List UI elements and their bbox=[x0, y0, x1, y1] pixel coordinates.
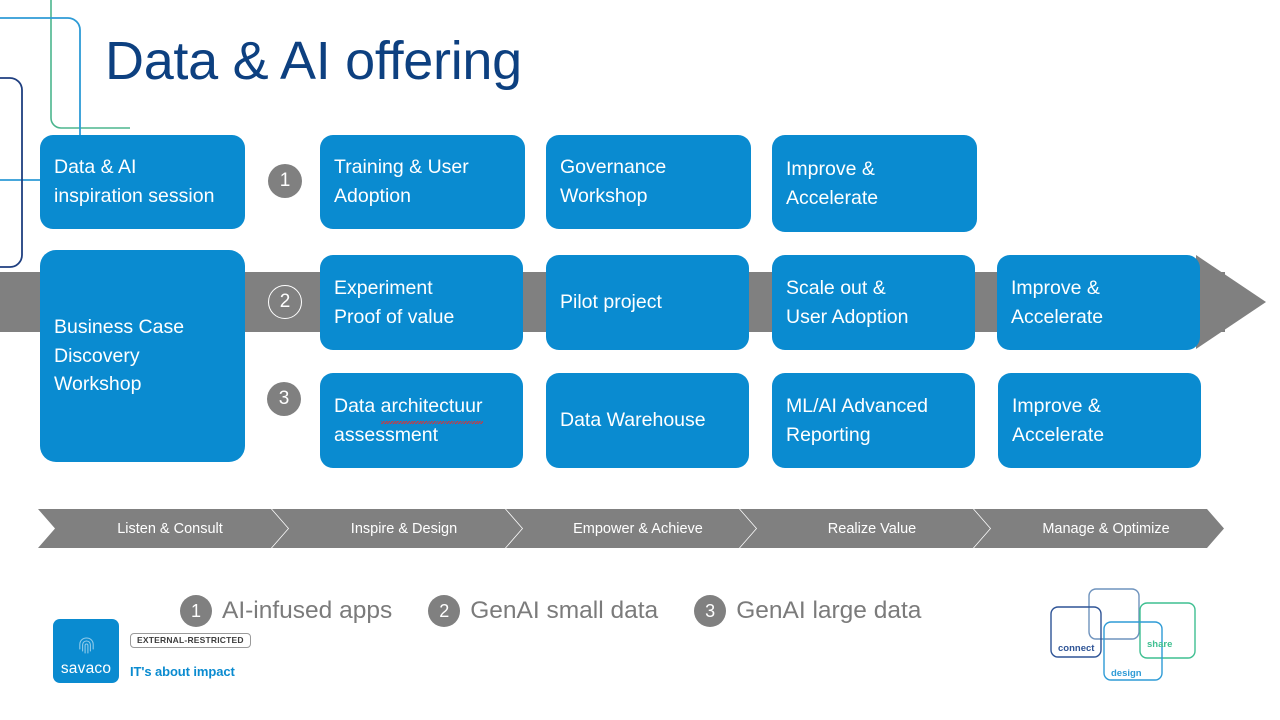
legend-label-1: AI-infused apps bbox=[222, 597, 393, 624]
legend-label-3: GenAI large data bbox=[736, 597, 922, 624]
card-row1-lead[interactable]: Data & AI inspiration session bbox=[40, 135, 245, 229]
fingerprint-icon bbox=[78, 636, 94, 654]
legend-circle-3: 3 bbox=[694, 595, 727, 627]
legend-circle-2: 2 bbox=[428, 595, 461, 627]
card-row1-0[interactable]: Training & User Adoption bbox=[320, 135, 525, 229]
card-row3-3[interactable]: Improve & Accelerate bbox=[998, 373, 1201, 468]
phase-chevron-row: Listen & Consult Inspire & Design Empowe… bbox=[38, 509, 1218, 548]
step-number: 1 bbox=[279, 170, 291, 191]
card-row2-0[interactable]: Experiment Proof of value bbox=[320, 255, 523, 350]
card-label: Improve & Accelerate bbox=[1011, 276, 1104, 328]
deco-label-design: design bbox=[1111, 668, 1142, 679]
phase-chevron-0[interactable]: Listen & Consult bbox=[38, 509, 288, 548]
card-row3-1[interactable]: Data Warehouse bbox=[546, 373, 749, 468]
phase-chevron-3[interactable]: Realize Value bbox=[740, 509, 990, 548]
phase-chevron-4[interactable]: Manage & Optimize bbox=[974, 509, 1224, 548]
legend-circle-1: 1 bbox=[180, 595, 212, 627]
legend-item-2: 2 GenAI small data bbox=[428, 595, 658, 627]
card-label: Business Case Discovery Workshop bbox=[54, 316, 185, 396]
step-circle-2: 2 bbox=[268, 285, 302, 319]
card-row2-lead[interactable]: Business Case Discovery Workshop bbox=[40, 250, 245, 462]
step-number: 2 bbox=[279, 291, 291, 312]
legend-number: 1 bbox=[190, 600, 201, 621]
card-label: Data Warehouse bbox=[560, 409, 706, 432]
card-label: ML/AI Advanced Reporting bbox=[786, 394, 929, 446]
deco-square-plain bbox=[1088, 588, 1140, 640]
card-label: Data architectuur assessment bbox=[334, 392, 483, 449]
card-label-suffix: assessment bbox=[334, 423, 439, 446]
phase-label: Manage & Optimize bbox=[1042, 520, 1170, 537]
card-label-prefix: Data bbox=[334, 394, 381, 417]
phase-label: Inspire & Design bbox=[350, 520, 458, 537]
card-label: Scale out & User Adoption bbox=[786, 276, 909, 328]
legend-label-2: GenAI small data bbox=[470, 597, 659, 624]
phase-chevron-1[interactable]: Inspire & Design bbox=[272, 509, 522, 548]
savaco-logo: savaco bbox=[53, 619, 119, 683]
card-label-misspelled-word: architectuur bbox=[380, 392, 483, 424]
deco-square-design bbox=[1103, 621, 1163, 681]
card-row3-2[interactable]: ML/AI Advanced Reporting bbox=[772, 373, 975, 468]
card-row2-3[interactable]: Improve & Accelerate bbox=[997, 255, 1200, 350]
card-label: Data & AI inspiration session bbox=[54, 156, 215, 207]
phase-chevron-2[interactable]: Empower & Achieve bbox=[506, 509, 756, 548]
decorative-brand-squares: connect design share bbox=[1050, 588, 1196, 681]
phase-label: Empower & Achieve bbox=[573, 520, 703, 537]
phase-label: Listen & Consult bbox=[117, 520, 223, 537]
process-arrow-head bbox=[1196, 255, 1266, 349]
classification-badge: EXTERNAL-RESTRICTED bbox=[130, 633, 251, 648]
step-number: 3 bbox=[278, 388, 290, 409]
card-label: Improve & Accelerate bbox=[786, 157, 879, 209]
legend: 1 AI-infused apps 2 GenAI small data 3 G… bbox=[180, 592, 957, 630]
deco-label-connect: connect bbox=[1058, 643, 1095, 654]
card-row1-1[interactable]: Governance Workshop bbox=[546, 135, 751, 229]
savaco-wordmark: savaco bbox=[60, 659, 112, 677]
card-row1-2[interactable]: Improve & Accelerate bbox=[772, 135, 977, 232]
card-row3-0[interactable]: Data architectuur assessment bbox=[320, 373, 523, 468]
legend-item-1: 1 AI-infused apps bbox=[180, 595, 392, 627]
step-circle-3: 3 bbox=[267, 382, 301, 416]
card-label: Training & User Adoption bbox=[334, 156, 469, 207]
phase-label: Realize Value bbox=[827, 520, 917, 537]
step-circle-1: 1 bbox=[268, 164, 302, 198]
legend-number: 2 bbox=[439, 600, 450, 621]
card-label: Experiment Proof of value bbox=[334, 276, 455, 328]
page-title: Data & AI offering bbox=[105, 31, 522, 91]
card-row2-2[interactable]: Scale out & User Adoption bbox=[772, 255, 975, 350]
card-row2-1[interactable]: Pilot project bbox=[546, 255, 749, 350]
deco-square-connect bbox=[1050, 606, 1102, 658]
deco-label-share: share bbox=[1147, 639, 1172, 650]
deco-shape-navy bbox=[0, 77, 23, 268]
card-label: Pilot project bbox=[560, 291, 662, 314]
card-label: Governance Workshop bbox=[560, 156, 667, 207]
legend-item-3: 3 GenAI large data bbox=[694, 595, 921, 627]
card-label: Improve & Accelerate bbox=[1012, 394, 1105, 446]
brand-tagline: IT's about impact bbox=[130, 664, 235, 679]
deco-square-share bbox=[1139, 602, 1196, 659]
legend-number: 3 bbox=[705, 600, 716, 621]
